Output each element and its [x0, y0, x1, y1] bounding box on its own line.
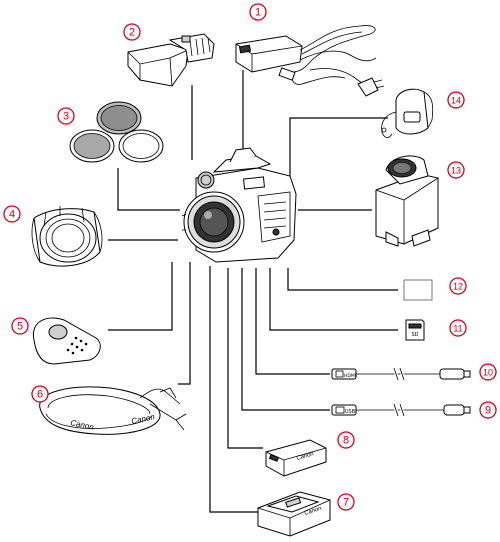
filter-set	[69, 101, 164, 163]
leader-7	[209, 266, 270, 513]
callout-14: 14	[447, 91, 465, 109]
callout-3: 3	[57, 107, 75, 125]
callout-9: 9	[479, 401, 497, 419]
svg-text:2: 2	[129, 27, 135, 39]
lcd-viewfinder-unit	[375, 155, 439, 247]
svg-text:1: 1	[255, 7, 261, 19]
leader-14	[289, 117, 388, 176]
battery-pack: Canon	[265, 439, 327, 477]
accessory-pouch	[381, 88, 434, 138]
hdmi-mark: HDMI	[344, 373, 356, 379]
battery-charger: Canon	[257, 491, 331, 537]
svg-text:10: 10	[483, 368, 493, 378]
callout-1: 1	[249, 3, 267, 21]
sd-mark: SD	[411, 332, 418, 338]
callout-12: 12	[449, 277, 467, 295]
battery-brand: Canon	[296, 451, 315, 462]
callout-6: 6	[31, 385, 49, 403]
svg-text:6: 6	[37, 389, 43, 401]
leader-6	[178, 262, 191, 385]
shoulder-strap: Canon Canon	[39, 386, 187, 435]
lens-hood	[31, 206, 103, 267]
leader-5	[108, 262, 173, 331]
callout-10: 10	[479, 363, 497, 381]
callout-5: 5	[11, 317, 29, 335]
callouts: 1 2 3 4 5 6 7 8	[3, 3, 497, 511]
callout-2: 2	[123, 23, 141, 41]
microphone-adapter	[127, 33, 215, 87]
svg-text:9: 9	[485, 405, 491, 417]
svg-text:3: 3	[63, 111, 69, 123]
callout-8: 8	[337, 431, 355, 449]
leader-11	[269, 268, 398, 331]
ac-adapter	[235, 25, 385, 97]
sd-card: SD	[405, 319, 425, 341]
leader-10	[255, 268, 330, 375]
hdmi-cable: HDMI	[331, 367, 471, 381]
leader-lines	[108, 70, 398, 513]
callout-11: 11	[449, 319, 467, 337]
camera-body	[181, 147, 297, 263]
callout-7: 7	[337, 493, 355, 511]
svg-text:4: 4	[9, 209, 15, 221]
wireless-remote	[32, 317, 101, 365]
usb-mark: USB	[345, 409, 356, 415]
svg-text:12: 12	[453, 282, 463, 292]
protective-sheet	[403, 279, 433, 301]
charger-brand: Canon	[304, 506, 323, 517]
callout-4: 4	[3, 205, 21, 223]
svg-text:14: 14	[451, 96, 461, 106]
leader-8	[227, 268, 263, 449]
leader-9	[241, 268, 330, 411]
svg-text:7: 7	[343, 497, 349, 509]
svg-text:11: 11	[453, 324, 462, 334]
usb-cable: USB	[331, 403, 471, 417]
leader-12	[287, 268, 398, 291]
svg-text:8: 8	[343, 435, 349, 447]
leader-3	[117, 168, 180, 211]
svg-text:5: 5	[17, 321, 23, 333]
svg-text:13: 13	[451, 166, 461, 176]
callout-13: 13	[447, 161, 465, 179]
